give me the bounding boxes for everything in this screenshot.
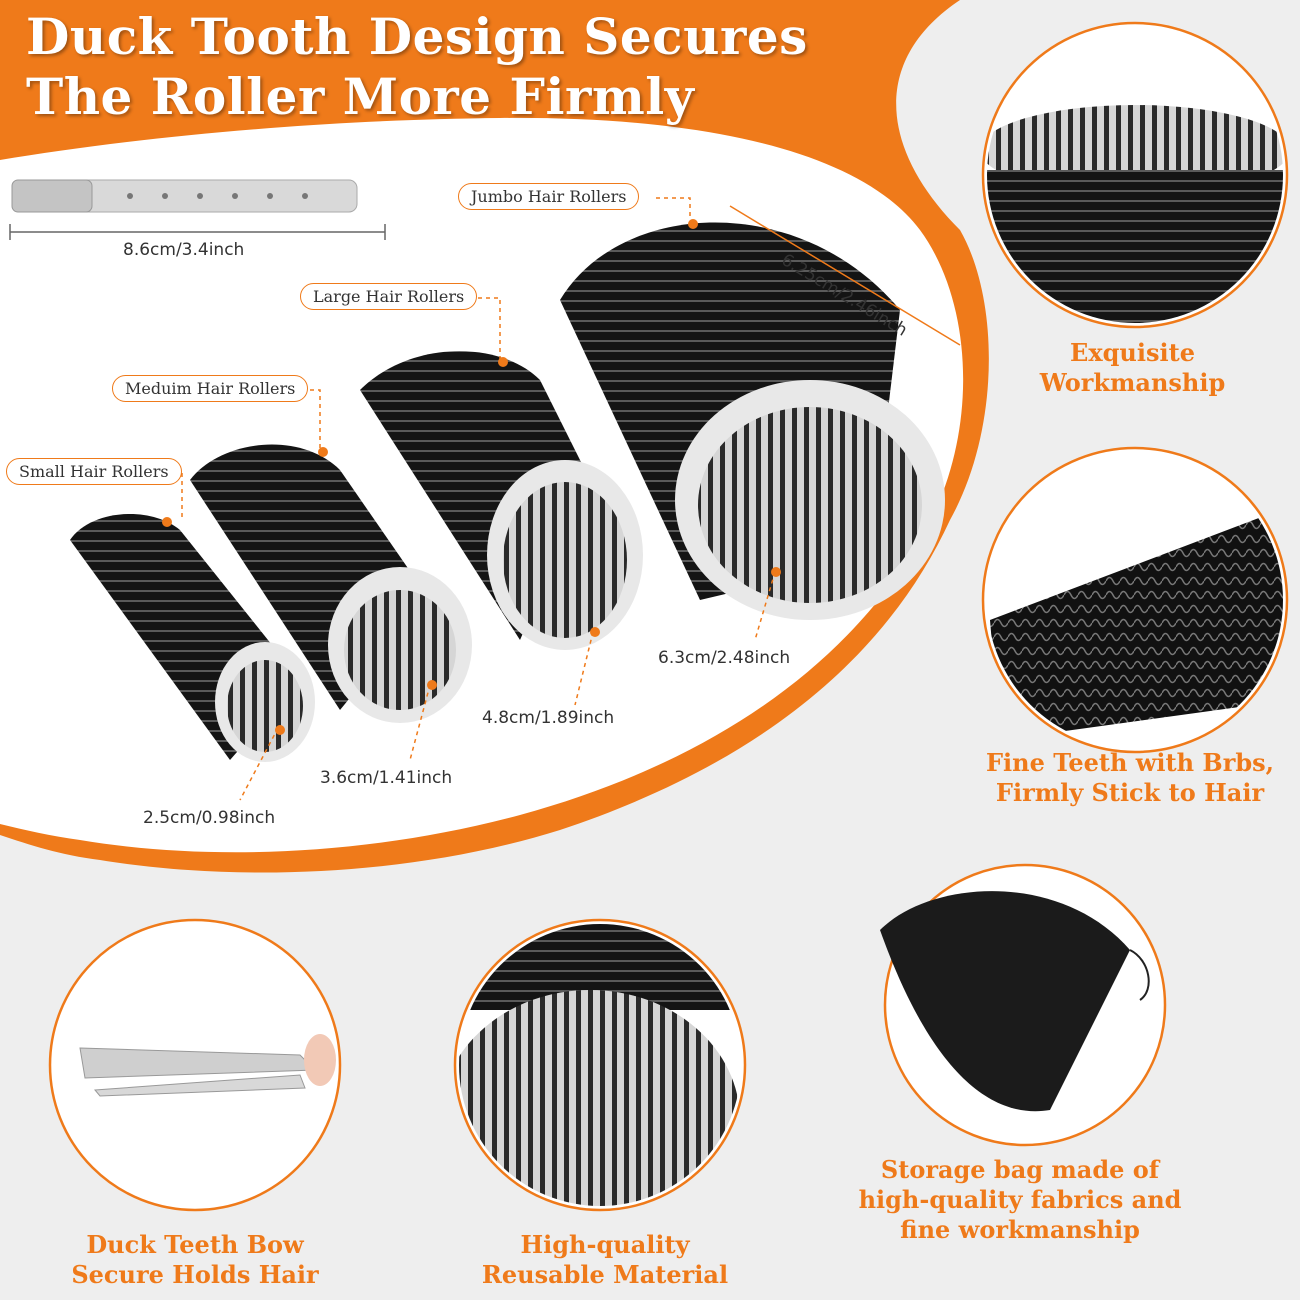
feature-circle-material <box>453 918 747 1212</box>
jumbo-length-line <box>729 205 961 346</box>
roller-tag-large: Large Hair Rollers <box>300 283 478 310</box>
small-roller-graphic <box>70 513 315 762</box>
medium-diameter-label: 3.6cm/1.41inch <box>320 768 453 788</box>
feature-caption-line: Fine Teeth with Brbs, <box>985 748 1274 777</box>
feature-caption-line: Secure Holds Hair <box>71 1260 319 1289</box>
roller-tag-small: Small Hair Rollers <box>6 458 182 485</box>
large-roller-graphic <box>360 351 643 650</box>
roller-tag-jumbo: Jumbo Hair Rollers <box>458 183 640 210</box>
roller-tag-medium: Meduim Hair Rollers <box>112 375 309 402</box>
feature-caption-line: Reusable Material <box>481 1260 729 1289</box>
feature-caption-line: High-quality <box>520 1230 690 1259</box>
clip-graphic <box>9 179 386 240</box>
feature-caption-line: Storage bag made of <box>880 1155 1160 1184</box>
feature-caption-storage-bag: Storage bag made of high-quality fabrics… <box>845 1155 1195 1245</box>
medium-roller-graphic <box>190 444 472 723</box>
jumbo-diameter-label: 6.3cm/2.48inch <box>658 648 791 668</box>
feature-circle-fine-teeth <box>981 446 1289 754</box>
feature-caption-fine-teeth: Fine Teeth with Brbs, Firmly Stick to Ha… <box>975 748 1285 808</box>
feature-caption-line: high-quality fabrics and <box>858 1185 1182 1214</box>
jumbo-roller-graphic <box>560 222 945 620</box>
feature-caption-clip: Duck Teeth Bow Secure Holds Hair <box>55 1230 335 1290</box>
feature-caption-line: Exquisite <box>1070 338 1195 367</box>
feature-caption-line: Firmly Stick to Hair <box>995 778 1265 807</box>
feature-caption-material: High-quality Reusable Material <box>460 1230 750 1290</box>
page-title-line-1: Duck Tooth Design Secures <box>26 7 808 66</box>
feature-caption-line: fine workmanship <box>900 1215 1140 1244</box>
feature-circle-storage-bag <box>880 863 1167 1147</box>
feature-circle-workmanship <box>981 21 1289 329</box>
small-diameter-label: 2.5cm/0.98inch <box>143 808 276 828</box>
feature-caption-line: Duck Teeth Bow <box>86 1230 304 1259</box>
page-title-line-2: The Roller More Firmly <box>26 67 695 126</box>
leader-lines <box>181 197 776 801</box>
large-diameter-label: 4.8cm/1.89inch <box>482 708 615 728</box>
clip-length-label: 8.6cm/3.4inch <box>123 240 245 260</box>
feature-caption-line: Workmanship <box>1039 368 1226 397</box>
feature-caption-workmanship: Exquisite Workmanship <box>1010 338 1255 398</box>
feature-circle-clip <box>48 918 342 1212</box>
